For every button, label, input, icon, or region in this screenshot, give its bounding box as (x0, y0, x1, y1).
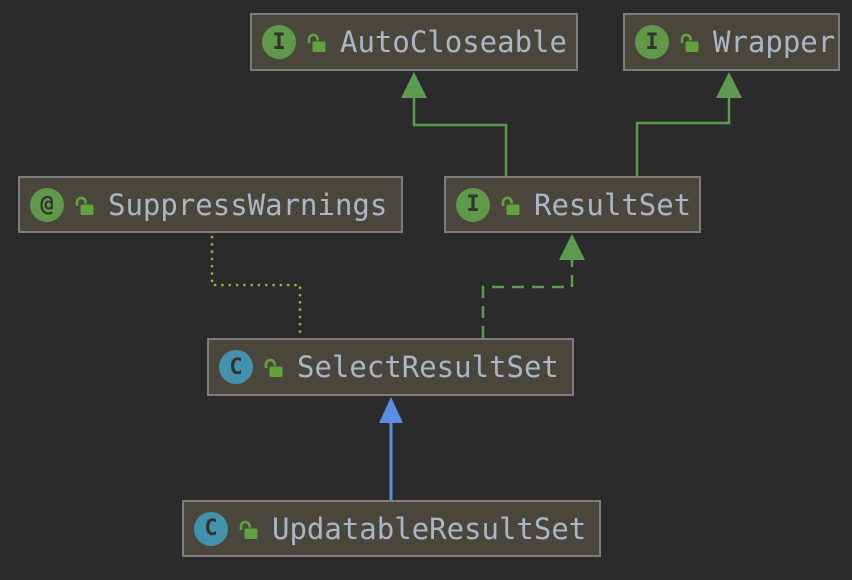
triangle-arrowhead-icon (379, 397, 403, 423)
interface-icon: I (262, 25, 296, 59)
edge-line (635, 96, 731, 176)
edge-selectresultset-annotation-suppresswarnings[interactable] (210, 235, 302, 336)
unlocked-icon (501, 196, 520, 215)
edge-selectresultset-implements-resultset[interactable] (481, 234, 585, 338)
class-icon: C (219, 350, 253, 384)
node-suppresswarnings[interactable]: @ SuppressWarnings (18, 176, 403, 233)
triangle-arrowhead-icon (559, 234, 585, 260)
node-label: UpdatableResultSet (272, 511, 587, 546)
unlocked-icon (264, 358, 283, 377)
edge-updatableresultset-extends-selectresultset[interactable] (379, 397, 403, 500)
annotation-icon: @ (30, 187, 64, 222)
node-label: Wrapper (713, 25, 836, 59)
node-label: SuppressWarnings (108, 187, 388, 222)
node-selectresultset[interactable]: C SelectResultSet (207, 338, 574, 396)
node-autocloseable[interactable]: I AutoCloseable (250, 13, 578, 71)
unlocked-icon (307, 33, 326, 52)
triangle-arrowhead-icon (716, 72, 742, 98)
node-label: ResultSet (534, 187, 692, 222)
class-icon: C (194, 511, 228, 546)
edge-resultset-extends-wrapper[interactable] (635, 72, 742, 176)
unlocked-icon (680, 33, 699, 52)
node-label: AutoCloseable (340, 25, 567, 59)
unlocked-icon (75, 196, 94, 215)
node-updatableresultset[interactable]: C UpdatableResultSet (182, 500, 601, 557)
edge-line (412, 96, 508, 176)
node-label: SelectResultSet (297, 350, 559, 384)
interface-icon: I (635, 25, 669, 59)
interface-icon: I (456, 187, 490, 222)
edge-line (210, 235, 302, 336)
edge-line (481, 259, 574, 338)
node-resultset[interactable]: I ResultSet (444, 176, 701, 233)
edge-resultset-extends-autocloseable[interactable] (401, 72, 508, 176)
unlocked-icon (239, 520, 258, 539)
node-wrapper[interactable]: I Wrapper (623, 13, 840, 71)
triangle-arrowhead-icon (401, 72, 427, 98)
